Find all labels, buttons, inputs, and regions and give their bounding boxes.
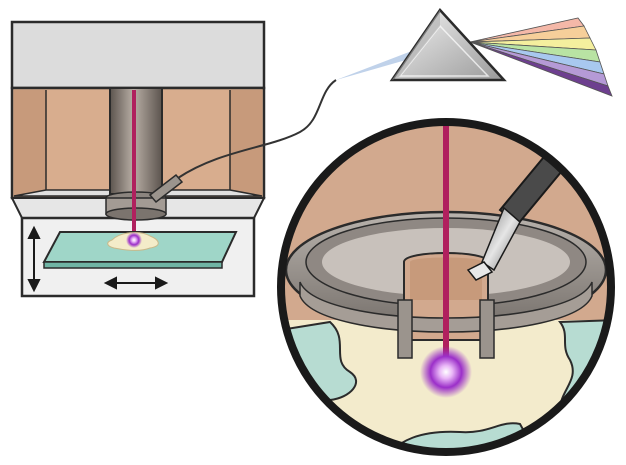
excitation-spot	[420, 346, 472, 398]
spectrum-fan	[469, 17, 613, 97]
magnified-view	[277, 118, 615, 456]
prism-assembly	[336, 7, 613, 97]
light-collection-fiber	[177, 79, 337, 179]
fiber-probe-large	[466, 150, 568, 281]
microscope-top-cap	[10, 20, 266, 90]
excitation-spot-small	[126, 232, 142, 248]
vertical-double-arrow	[27, 225, 41, 293]
horizontal-double-arrow	[103, 276, 169, 290]
fiber-probe-small	[148, 173, 184, 204]
microscope	[10, 20, 266, 298]
